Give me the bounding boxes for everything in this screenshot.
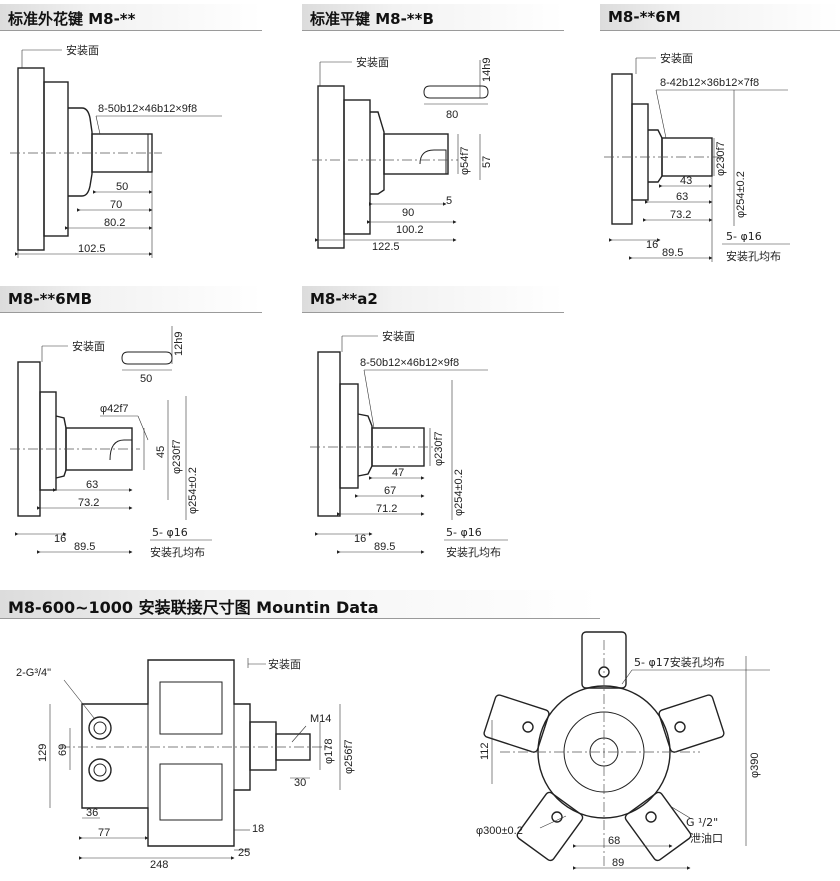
dim-43: 43 [680,175,692,187]
drain-port-label: 泄油口 [690,831,723,845]
dim-71-2: 71.2 [376,503,397,515]
mount-face-label: 安装面 [66,43,99,57]
spline-spec: 8-50b12×46b12×9f8 [360,357,459,369]
dim-30: 30 [294,777,306,789]
dim-16: 16 [354,533,366,545]
dim-16: 16 [646,239,658,251]
dim-57: 57 [481,156,493,168]
thread-m14: M14 [310,713,331,725]
dim-390: φ390 [749,753,761,779]
dim-42f7: φ42f7 [100,403,129,415]
dim-230f7: φ230f7 [171,439,183,474]
dim-63: 63 [86,479,98,491]
header-title: M8-**6MB [8,290,93,308]
drain-port-g1-2: G ¹/2" [686,816,718,829]
hole-pattern-label: 安装孔均布 [446,545,501,559]
dim-69: 69 [57,744,69,756]
mount-face-label: 安装面 [268,657,301,671]
dim-89-5: 89.5 [374,541,395,553]
dim-key-12h9: 12h9 [173,332,185,356]
dim-112: 112 [479,742,491,760]
dim-key-14h9: 14h9 [481,58,493,82]
dim-54f7: φ54f7 [459,146,471,175]
dim-18: 18 [252,823,264,835]
dim-70: 70 [110,199,122,211]
dim-50: 50 [116,181,128,193]
header-standard-key: 标准平键 M8-**B [302,4,564,31]
mount-face-label: 安装面 [356,55,389,69]
dim-45: 45 [155,446,167,458]
spline-spec: 8-50b12×46b12×9f8 [98,103,197,115]
dim-25: 25 [238,847,250,859]
dim-5: 5 [446,195,452,207]
dim-102-5: 102.5 [78,243,106,255]
dim-80-2: 80.2 [104,217,125,229]
mount-face-label: 安装面 [72,339,105,353]
holes-5x16: 5- φ16 [152,526,188,539]
holes-5x17: 5- φ17安装孔均布 [634,655,725,669]
mount-face-label: 安装面 [382,329,415,343]
drawing-standard-key: 安装面 80 14h9 φ54f7 57 90 5 100.2 122.5 [312,55,493,253]
hole-pattern-label: 安装孔均布 [150,545,205,559]
header-title: M8-**6M [608,8,681,26]
header-title: 标准外花键 M8-** [8,10,136,28]
dim-256f7: φ256f7 [343,739,355,774]
dim-230f7: φ230f7 [715,141,727,176]
drawing-a2: 安装面 8-50b12×46b12×9f8 φ230f7 φ254±0.2 47… [310,329,508,559]
dim-254: φ254±0.2 [453,469,465,516]
header-6m: M8-**6M [600,4,840,31]
drawing-mounting-end: 5- φ17安装孔均布 112 φ390 φ300±0.2 G ¹/2" 泄油口… [476,631,770,870]
dim-89-5: 89.5 [74,541,95,553]
holes-5x16: 5- φ16 [726,230,762,243]
dim-67: 67 [384,485,396,497]
header-6mb: M8-**6MB [0,286,262,313]
header-title: M8-**a2 [310,290,378,308]
dim-key-50: 50 [140,373,152,385]
dim-89-5: 89.5 [662,247,683,259]
dim-230f7: φ230f7 [433,431,445,466]
dim-key-80: 80 [446,109,458,121]
header-a2: M8-**a2 [302,286,564,313]
drawing-mounting-side: 安装面 2-G³/4" 129 69 36 77 248 18 25 M14 3… [16,657,355,871]
port-2xG3-4: 2-G³/4" [16,667,51,679]
hole-pattern-label: 安装孔均布 [726,249,781,263]
header-standard-spline: 标准外花键 M8-** [0,4,262,31]
dim-73-2: 73.2 [78,497,99,509]
dim-248: 248 [150,859,168,871]
dim-100-2: 100.2 [396,224,424,236]
holes-5x16: 5- φ16 [446,526,482,539]
dim-16: 16 [54,533,66,545]
dim-90: 90 [402,207,414,219]
dim-68: 68 [608,835,620,847]
dim-254: φ254±0.2 [735,171,747,218]
dim-129: 129 [37,744,49,762]
header-mounting-data: M8-600~1000 安装联接尺寸图 Mountin Data [0,590,600,619]
dim-178: φ178 [323,739,335,765]
dim-63: 63 [676,191,688,203]
dim-122-5: 122.5 [372,241,400,253]
header-title: 标准平键 M8-**B [310,10,434,28]
drawing-6mb: 安装面 50 12h9 φ42f7 45 φ230f7 φ254±0.2 63 … [10,326,212,559]
dim-300: φ300±0.2 [476,825,523,837]
dim-73-2: 73.2 [670,209,691,221]
drawing-standard-spline: 安装面 8-50b12×46b12×9f8 50 70 80.2 102.5 [10,43,222,258]
dim-254: φ254±0.2 [187,467,199,514]
mount-face-label: 安装面 [660,51,693,65]
dim-89: 89 [612,857,624,869]
spline-spec-6m: 8-42b12×36b12×7f8 [660,77,759,89]
dim-77: 77 [98,827,110,839]
dim-47: 47 [392,467,404,479]
header-title: M8-600~1000 安装联接尺寸图 Mountin Data [8,598,379,617]
dim-36: 36 [86,807,98,819]
drawing-6m: 安装面 8-42b12×36b12×7f8 φ230f7 φ254±0.2 43… [604,51,790,263]
